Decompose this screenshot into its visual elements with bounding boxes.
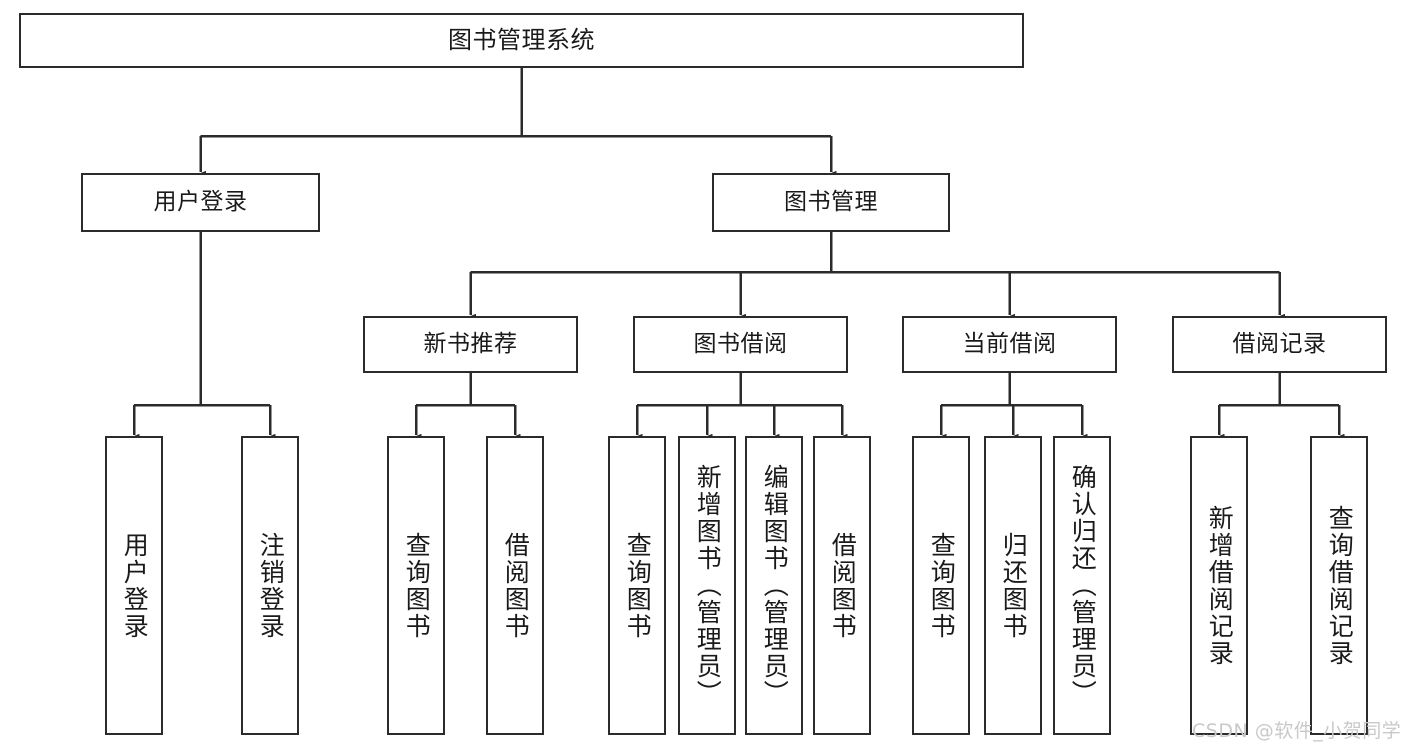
node-leaf-add-book[interactable]: 新增图书（管理员） (678, 436, 736, 735)
node-root[interactable]: 图书管理系统 (19, 13, 1024, 68)
node-leaf-query-book-2[interactable]: 查询图书 (608, 436, 666, 735)
node-leaf-query-book-3[interactable]: 查询图书 (912, 436, 970, 735)
node-label: 查询图书 (927, 531, 957, 640)
node-label: 编辑图书（管理员） (760, 464, 790, 707)
node-label: 图书借阅 (693, 330, 788, 357)
node-leaf-return-book[interactable]: 归还图书 (984, 436, 1042, 735)
node-label: 注销登录 (256, 531, 286, 640)
connector-lines (128, 68, 1345, 443)
node-leaf-edit-book[interactable]: 编辑图书（管理员） (745, 436, 803, 735)
node-label: 图书管理系统 (448, 26, 595, 55)
node-label: 新书推荐 (423, 330, 518, 357)
node-label: 用户登录 (153, 188, 248, 215)
node-label: 图书管理 (784, 188, 878, 215)
node-leaf-borrow-book-2[interactable]: 借阅图书 (813, 436, 871, 735)
node-leaf-borrow-book-1[interactable]: 借阅图书 (486, 436, 544, 735)
node-new-book-rec[interactable]: 新书推荐 (363, 316, 578, 373)
node-leaf-confirm-return[interactable]: 确认归还（管理员） (1053, 436, 1111, 735)
node-book-borrow[interactable]: 图书借阅 (633, 316, 848, 373)
node-leaf-user-logout[interactable]: 注销登录 (241, 436, 299, 735)
node-label: 借阅图书 (828, 531, 858, 640)
node-borrow-record[interactable]: 借阅记录 (1172, 316, 1387, 373)
node-label: 查询图书 (623, 531, 653, 640)
node-label: 查询图书 (402, 531, 432, 640)
node-leaf-query-book-1[interactable]: 查询图书 (387, 436, 445, 735)
node-label: 归还图书 (999, 531, 1029, 640)
node-label: 借阅记录 (1232, 330, 1327, 357)
node-leaf-query-record[interactable]: 查询借阅记录 (1310, 436, 1368, 735)
node-leaf-add-record[interactable]: 新增借阅记录 (1190, 436, 1248, 735)
node-label: 当前借阅 (962, 330, 1057, 357)
node-user-login[interactable]: 用户登录 (81, 173, 320, 232)
node-label: 借阅图书 (501, 531, 531, 640)
node-label: 用户登录 (120, 531, 150, 640)
node-book-manage[interactable]: 图书管理 (712, 173, 950, 232)
node-current-borrow[interactable]: 当前借阅 (902, 316, 1117, 373)
node-label: 查询借阅记录 (1325, 504, 1355, 667)
watermark-text: CSDN @软件_小贺同学 (1192, 720, 1402, 742)
node-label: 新增借阅记录 (1205, 504, 1235, 667)
node-leaf-user-login[interactable]: 用户登录 (105, 436, 163, 735)
node-label: 新增图书（管理员） (693, 464, 723, 707)
node-label: 确认归还（管理员） (1068, 464, 1098, 707)
